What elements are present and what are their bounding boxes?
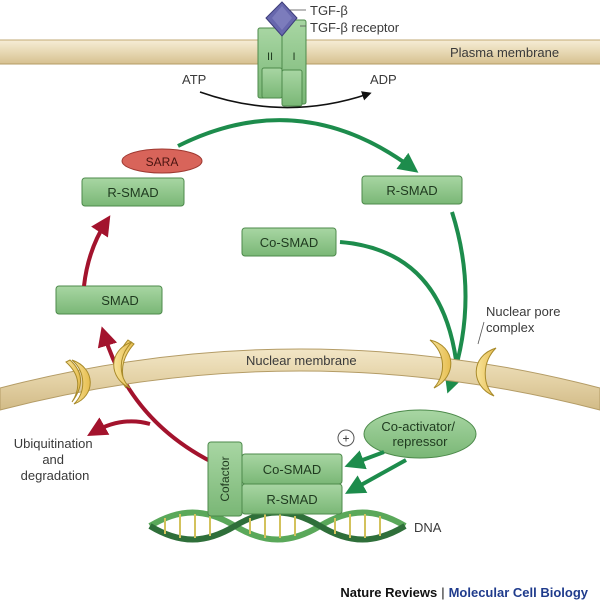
nuclear-pore-right [429, 339, 497, 397]
nuclear-pore-leader [477, 321, 485, 345]
tgf-beta-label: TGF-β [310, 3, 348, 18]
plasma-membrane-label: Plasma membrane [450, 45, 559, 60]
subjournal-name: Molecular Cell Biology [448, 585, 588, 600]
tgf-beta-ligand-highlight [272, 6, 292, 30]
smad [55, 285, 163, 315]
smad-recycle-arrow [82, 215, 111, 287]
transcription-complex [207, 441, 343, 517]
sara-label: SARA [146, 155, 179, 169]
coactivator-to-r-smad-arrow [345, 458, 407, 494]
coactivator-label: Co-activator/ repressor [381, 419, 458, 449]
plus-label: + [342, 432, 349, 446]
coactivator-line2: repressor [393, 434, 449, 449]
journal-name: Nature Reviews [340, 585, 438, 600]
co-smad-nuclear-import-arrow [339, 240, 458, 361]
receptor-type-1-label: I [292, 51, 295, 63]
tgf-beta-receptor [257, 19, 307, 107]
ubiquitination-line3: degradation [21, 468, 90, 483]
adp-label: ADP [370, 72, 397, 87]
r-smad-complex-label: R-SMAD [266, 492, 317, 507]
dna-label: DNA [414, 520, 442, 535]
ubiquitination-label: Ubiquitination and degradation [14, 436, 96, 483]
journal-separator: | [441, 585, 445, 600]
coactivator-line1: Co-activator/ [381, 419, 455, 434]
plus-symbol [337, 429, 355, 447]
co-smad-label: Co-SMAD [260, 235, 319, 250]
r-smad-left [81, 177, 185, 207]
co-smad [241, 227, 337, 257]
nuclear-membrane-label: Nuclear membrane [246, 353, 357, 368]
dna-helix [148, 509, 407, 543]
nuclear-export-arrow [97, 326, 213, 464]
nuclear-pore-left [65, 339, 135, 405]
coactivator-to-co-smad-arrow [344, 450, 385, 470]
cofactor-label: Cofactor [218, 456, 232, 501]
journal-credit: Nature Reviews|Molecular Cell Biology [340, 585, 588, 600]
co-smad-complex-label: Co-SMAD [263, 462, 322, 477]
receptor-type-2-label: II [267, 51, 273, 63]
r-smad-right-label: R-SMAD [386, 183, 437, 198]
r-smad-right [361, 175, 463, 205]
ubiquitination-line2: and [42, 452, 64, 467]
coactivator-repressor [363, 409, 477, 459]
atp-to-adp-arrow [199, 91, 372, 109]
nuclear-pore-label-line1: Nuclear pore [486, 304, 560, 319]
ubiquitination-line1: Ubiquitination [14, 436, 93, 451]
smad-label: SMAD [101, 293, 139, 308]
r-smad-complex [241, 483, 343, 515]
r-smad-left-label: R-SMAD [107, 185, 158, 200]
phosphorylation-arrow [177, 118, 419, 173]
tgf-beta-receptor-label: TGF-β receptor [310, 20, 400, 35]
degradation-arrow [87, 417, 151, 436]
sara-protein [121, 148, 203, 174]
atp-label: ATP [182, 72, 206, 87]
nuclear-pore-label: Nuclear pore complex [486, 304, 564, 335]
nuclear-pore-label-line2: complex [486, 320, 535, 335]
